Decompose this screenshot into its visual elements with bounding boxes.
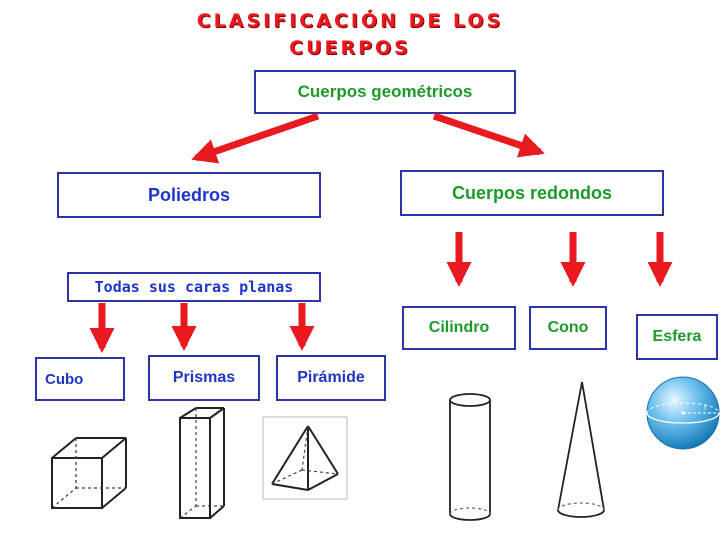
poliedros-node: Poliedros	[57, 172, 321, 218]
title-line-2: CUERPOS	[289, 37, 411, 59]
cubo-node: Cubo	[35, 357, 125, 401]
cilindro-node: Cilindro	[402, 306, 516, 350]
esfera-node: Esfera	[636, 314, 718, 360]
cube-icon	[51, 437, 127, 509]
sphere-icon: r	[646, 376, 720, 450]
title-line-1: CLASIFICACIÓN DE LOS	[196, 10, 504, 32]
cone-icon	[557, 381, 605, 518]
redondos-node: Cuerpos redondos	[400, 170, 664, 216]
sphere-radius-label: r	[704, 403, 708, 412]
prism-icon	[179, 407, 225, 519]
pyramid-icon	[262, 416, 348, 500]
arrow-to-redondos	[432, 112, 545, 158]
arrow-to-poliedros	[191, 112, 320, 164]
root-node: Cuerpos geométricos	[254, 70, 516, 114]
piramide-node: Pirámide	[276, 355, 386, 401]
diagram-title: CLASIFICACIÓN DE LOS CUERPOS	[150, 8, 550, 62]
caras-planas-note: Todas sus caras planas	[67, 272, 321, 302]
cono-node: Cono	[529, 306, 607, 350]
prismas-node: Prismas	[148, 355, 260, 401]
cylinder-icon	[449, 393, 491, 521]
